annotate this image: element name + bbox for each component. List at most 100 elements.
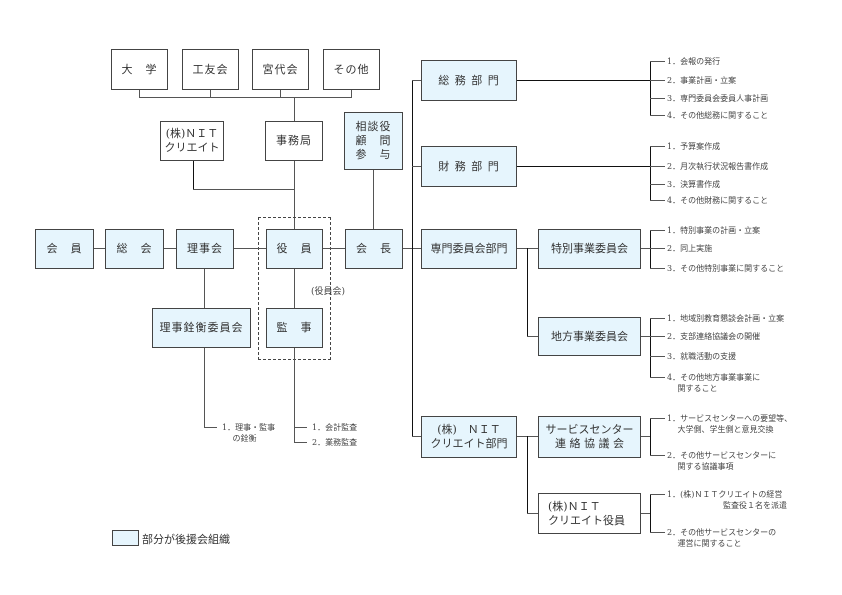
connector	[294, 161, 296, 229]
board-box: 理事会	[176, 229, 234, 269]
connector	[650, 166, 665, 168]
connector	[139, 90, 141, 98]
group-koyukai: 工友会	[182, 49, 239, 90]
duty-item: 3．その他特別事業に関すること	[667, 264, 785, 273]
department-label: 専門委員会部門	[430, 242, 508, 255]
duty-item: 1．予算案作成	[667, 142, 721, 151]
department-finance: 財 務 部 門	[421, 146, 517, 187]
duty-item: 1．地域別教育懇談会計画・立案	[667, 314, 785, 323]
duty-item: 2．月次執行状況報告書作成	[667, 162, 769, 171]
secretariat-label: 事務局	[276, 134, 312, 147]
department-specialist-committees: 専門委員会部門	[421, 229, 517, 269]
department-spine	[412, 80, 414, 437]
connector	[650, 61, 652, 115]
regional-projects-committee: 地方事業委員会	[538, 317, 641, 356]
connector	[650, 377, 665, 379]
duty-item: 3．専門委員会委員人事計画	[667, 94, 769, 103]
connector	[650, 418, 652, 455]
duty-item: 4．その他総務に関すること	[667, 111, 769, 120]
connector	[210, 90, 212, 98]
connector	[527, 336, 538, 338]
nit-create-box: (株)ＮＩＴ クリエイト	[160, 121, 224, 161]
general-meeting-label: 総 会	[116, 242, 153, 255]
connector	[641, 436, 650, 438]
auditor-duty: 2．業務監査	[312, 438, 358, 447]
nit-create-label: (株)ＮＩＴ クリエイト	[164, 127, 220, 154]
connector	[650, 418, 665, 420]
department-label: 財 務 部 門	[438, 159, 500, 173]
legend-label: 部分が後援会組織	[142, 533, 230, 546]
connector	[294, 442, 307, 444]
connector	[412, 80, 421, 82]
committee-label: (株)ＮＩＴ クリエイト役員	[548, 499, 625, 527]
auditor-box: 監 事	[266, 308, 323, 348]
duty-item: 2．同上実施	[667, 244, 713, 253]
department-nit-create: (株) ＮＩＴ クリエイト部門	[421, 416, 517, 458]
officers-group-label: (役員会)	[311, 287, 346, 297]
officers-box: 役 員	[266, 229, 323, 269]
service-center-liaison-council: サービスセンター 連 絡 協 議 会	[538, 416, 641, 458]
department-label: 総 務 部 門	[438, 73, 500, 87]
legend-swatch	[112, 530, 139, 546]
officers-label: 役 員	[276, 242, 313, 255]
connector	[650, 532, 665, 534]
advisors-label: 相談役 顧 問 参 与	[355, 120, 392, 161]
connector	[94, 248, 105, 250]
connector	[204, 269, 206, 308]
connector	[527, 436, 529, 514]
connector	[323, 248, 345, 250]
connector	[412, 166, 421, 168]
connector	[280, 90, 282, 98]
connector	[650, 268, 665, 270]
advisors-box: 相談役 顧 問 参 与	[344, 112, 403, 170]
special-projects-committee: 特別事業委員会	[538, 229, 641, 269]
connector	[193, 161, 195, 190]
group-label: 宮代会	[262, 62, 299, 76]
connector	[641, 336, 650, 338]
chairman-box: 会 長	[345, 229, 403, 269]
board-selection-committee-box: 理事銓衡委員会	[152, 308, 251, 348]
duty-item: 4．その他地方事業事業に 関すること	[667, 373, 761, 393]
connector	[139, 97, 352, 99]
connector	[294, 269, 296, 308]
committee-label: 特別事業委員会	[551, 242, 628, 255]
connector	[294, 97, 296, 121]
connector	[294, 427, 307, 429]
group-label: 工友会	[192, 62, 229, 76]
duty-item: 1．(株)ＮＩＴクリエイトの経営 監査役１名を派遣	[667, 490, 787, 510]
board-selection-committee-label: 理事銓衡委員会	[159, 321, 244, 334]
board-selection-duty: 1．理事・監事 の銓衡	[222, 423, 276, 443]
duty-item: 2．事業計画・立案	[667, 76, 737, 85]
duty-item: 3．決算書作成	[667, 180, 721, 189]
members-label: 会 員	[46, 242, 83, 255]
chairman-label: 会 長	[356, 242, 392, 255]
connector	[517, 80, 650, 82]
committee-label: 地方事業委員会	[551, 329, 628, 343]
connector	[650, 494, 652, 532]
connector	[650, 115, 665, 117]
connector	[373, 170, 375, 229]
connector	[294, 348, 296, 443]
nit-create-officers: (株)ＮＩＴ クリエイト役員	[538, 493, 641, 534]
connector	[204, 348, 206, 427]
connector	[193, 189, 295, 191]
connector	[650, 146, 665, 148]
connector	[641, 513, 650, 515]
connector	[650, 494, 665, 496]
department-general-affairs: 総 務 部 門	[421, 60, 517, 101]
connector	[234, 248, 266, 250]
group-label: 大 学	[121, 62, 158, 76]
connector	[650, 356, 665, 358]
duty-item: 3．就職活動の支援	[667, 352, 737, 361]
duty-item: 1．サービスセンターへの要望等、 大学側、学生側と意見交換	[667, 414, 793, 434]
connector	[650, 80, 665, 82]
secretariat-box: 事務局	[265, 121, 323, 161]
group-other: その他	[323, 49, 380, 90]
connector	[650, 318, 665, 320]
connector	[650, 200, 665, 202]
connector	[650, 455, 665, 457]
committee-label: サービスセンター 連 絡 協 議 会	[545, 423, 634, 450]
duty-item: 1．特別事業の計画・立案	[667, 226, 761, 235]
board-label: 理事会	[187, 242, 223, 255]
connector	[517, 166, 650, 168]
